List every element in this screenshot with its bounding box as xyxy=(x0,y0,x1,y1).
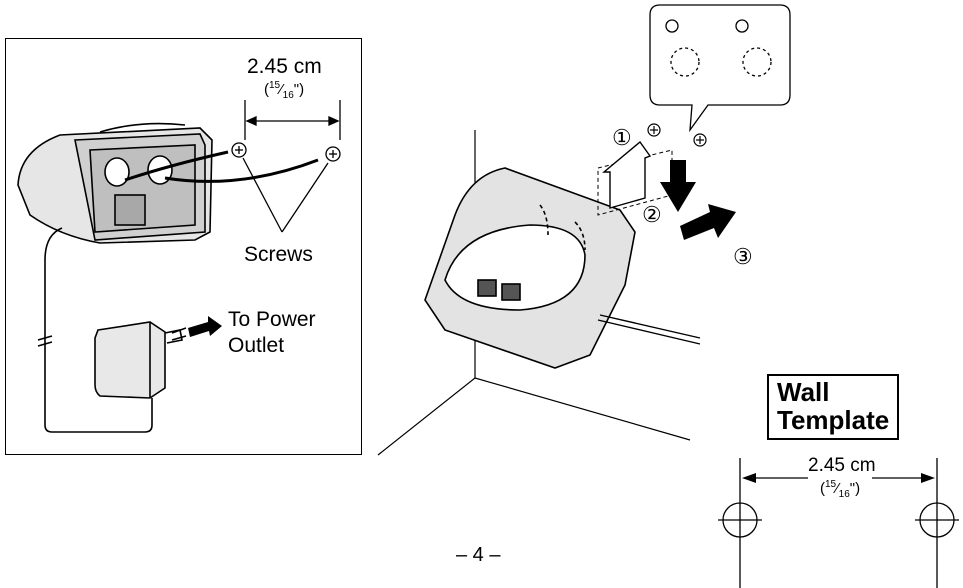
fraction-denominator: 16 xyxy=(282,90,294,101)
screw-arrows-left xyxy=(124,150,319,183)
power-arrow xyxy=(188,316,222,337)
fraction-numerator: 15 xyxy=(269,80,281,91)
screws-pointer-lines xyxy=(242,157,329,233)
power-outlet-label-line2: Outlet xyxy=(228,334,285,357)
wall-template-spacing-label: 2.45 cm xyxy=(808,455,876,476)
page-number: – 4 – xyxy=(456,544,501,566)
fraction-numerator: 15 xyxy=(825,479,837,490)
step-number-1: ① xyxy=(612,125,632,150)
step-number-3: ③ xyxy=(733,244,753,269)
step-arrow-1 xyxy=(602,140,652,209)
spacing-measure-label: 2.45 cm xyxy=(247,55,322,78)
screw-callout-bubble xyxy=(649,4,791,133)
wall-template-inch-label: (15⁄16") xyxy=(820,479,861,500)
wall-template-title-line2: Template xyxy=(777,405,890,435)
fraction-denominator: 16 xyxy=(838,489,850,500)
power-outlet-label-line1: To Power xyxy=(228,308,316,331)
wall-template-arrowheads xyxy=(742,473,935,483)
wall-template-lines xyxy=(718,458,959,588)
wall-template-title: Wall Template xyxy=(767,374,900,440)
wall-template-title-line1: Wall xyxy=(777,377,830,407)
power-cord-and-adapter xyxy=(37,227,187,433)
dimension-lines-left xyxy=(244,100,341,140)
step-arrow-2 xyxy=(660,160,696,212)
base-unit-back-drawing xyxy=(17,122,213,244)
charger-cradle-drawing xyxy=(424,167,636,369)
screw-icon xyxy=(231,142,341,162)
left-illustration-frame xyxy=(5,38,362,455)
spacing-inch-label: (15⁄16") xyxy=(264,80,305,101)
screw-icon xyxy=(647,123,707,147)
charger-cord xyxy=(597,314,701,345)
screws-label: Screws xyxy=(244,243,313,266)
step-number-2: ② xyxy=(642,202,662,227)
step-arrow-3 xyxy=(680,204,736,240)
